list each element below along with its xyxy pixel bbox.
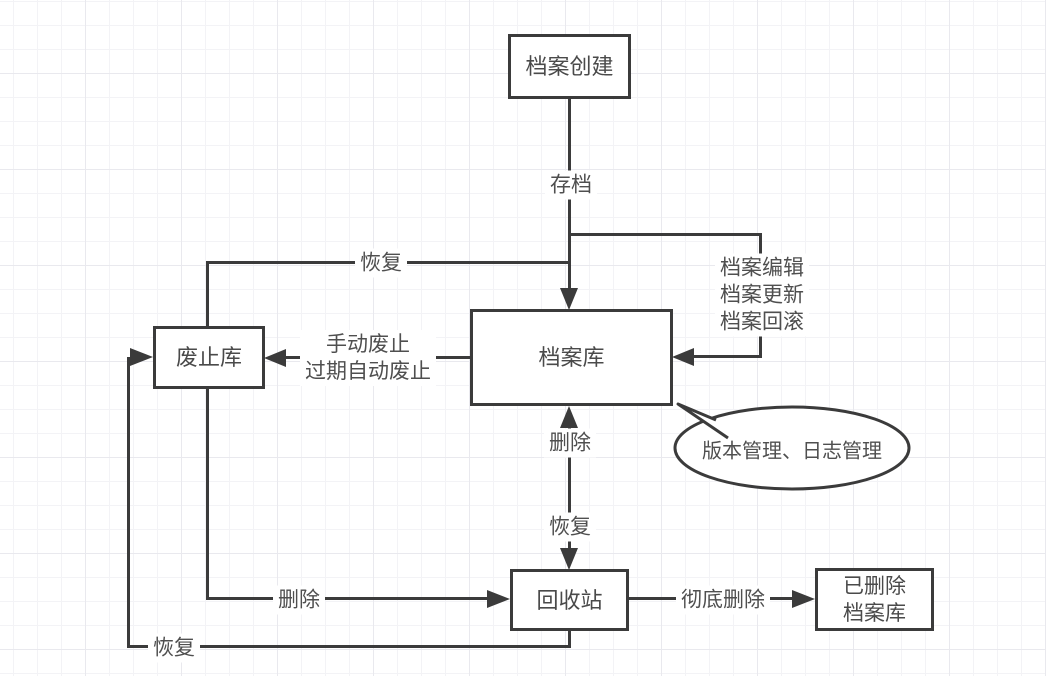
edge-delete-mid-arrowhead-icon: [560, 548, 578, 570]
edge-store-label[interactable]: 存档: [545, 170, 597, 200]
edge-delete-mid-label[interactable]: 删除: [544, 428, 596, 458]
edge-abolish-label-line2: 过期自动废止: [305, 360, 431, 383]
edge-edit-loop-label[interactable]: 档案编辑 档案更新 档案回滚: [715, 253, 809, 337]
edge-restore-bottom-label[interactable]: 恢复: [148, 633, 200, 663]
callout-label[interactable]: 版本管理、日志管理: [702, 440, 882, 463]
edge-abolish-label-line1: 手动废止: [326, 333, 410, 356]
node-archive-library-label: 档案库: [538, 345, 605, 370]
edge-restore-bottom-line-vertical[interactable]: [127, 357, 130, 648]
edge-edit-loop-label-line3: 档案回滚: [720, 310, 804, 334]
edge-restore-top-label[interactable]: 恢复: [355, 248, 407, 278]
edge-edit-loop-label-line2: 档案更新: [720, 283, 804, 307]
node-deleted-library-label-line1: 已删除: [843, 574, 906, 598]
edge-restore-bottom-arrowhead-icon: [130, 348, 153, 366]
callout-tail: [676, 402, 729, 440]
edge-delete-bottom-line-horizontal[interactable]: [206, 597, 489, 600]
edge-restore-mid-label[interactable]: 恢复: [544, 512, 596, 542]
node-abolished-library-label: 废止库: [175, 345, 242, 370]
edge-purge-arrowhead-icon: [792, 590, 815, 608]
edge-edit-loop-label-line1: 档案编辑: [720, 256, 804, 280]
callout-ellipse: [673, 405, 911, 491]
edge-restore-mid-arrowhead-icon: [560, 406, 578, 428]
node-archive-create-label: 档案创建: [525, 54, 614, 79]
edge-delete-bottom-line-vertical[interactable]: [206, 389, 209, 600]
node-recycle-bin-label: 回收站: [536, 587, 603, 613]
edge-restore-bottom-line-horizontal[interactable]: [127, 645, 571, 648]
edge-edit-loop-arrowhead-icon: [672, 348, 694, 366]
edge-restore-top-line-vertical[interactable]: [206, 261, 209, 327]
edge-purge-label[interactable]: 彻底删除: [676, 585, 770, 615]
node-deleted-library[interactable]: 已删除 档案库: [815, 568, 934, 631]
edge-delete-restore-line[interactable]: [568, 427, 571, 548]
node-deleted-library-label-line2: 档案库: [843, 601, 906, 625]
node-recycle-bin[interactable]: 回收站: [510, 569, 629, 631]
edge-edit-loop-line-bottom[interactable]: [693, 355, 762, 358]
edge-edit-loop-line-top[interactable]: [568, 233, 762, 236]
edge-restore-bottom-line-drop[interactable]: [568, 631, 571, 648]
callout-bubble[interactable]: [655, 392, 925, 497]
node-abolished-library[interactable]: 废止库: [153, 326, 265, 389]
edge-delete-bottom-arrowhead-icon: [487, 590, 510, 608]
edge-store-arrowhead-icon: [560, 288, 578, 310]
edge-abolish-arrowhead-icon: [264, 349, 286, 367]
edge-delete-bottom-label[interactable]: 删除: [273, 585, 325, 615]
edge-abolish-label[interactable]: 手动废止 过期自动废止: [300, 330, 436, 386]
node-archive-create[interactable]: 档案创建: [508, 34, 631, 99]
node-archive-library[interactable]: 档案库: [470, 309, 673, 406]
